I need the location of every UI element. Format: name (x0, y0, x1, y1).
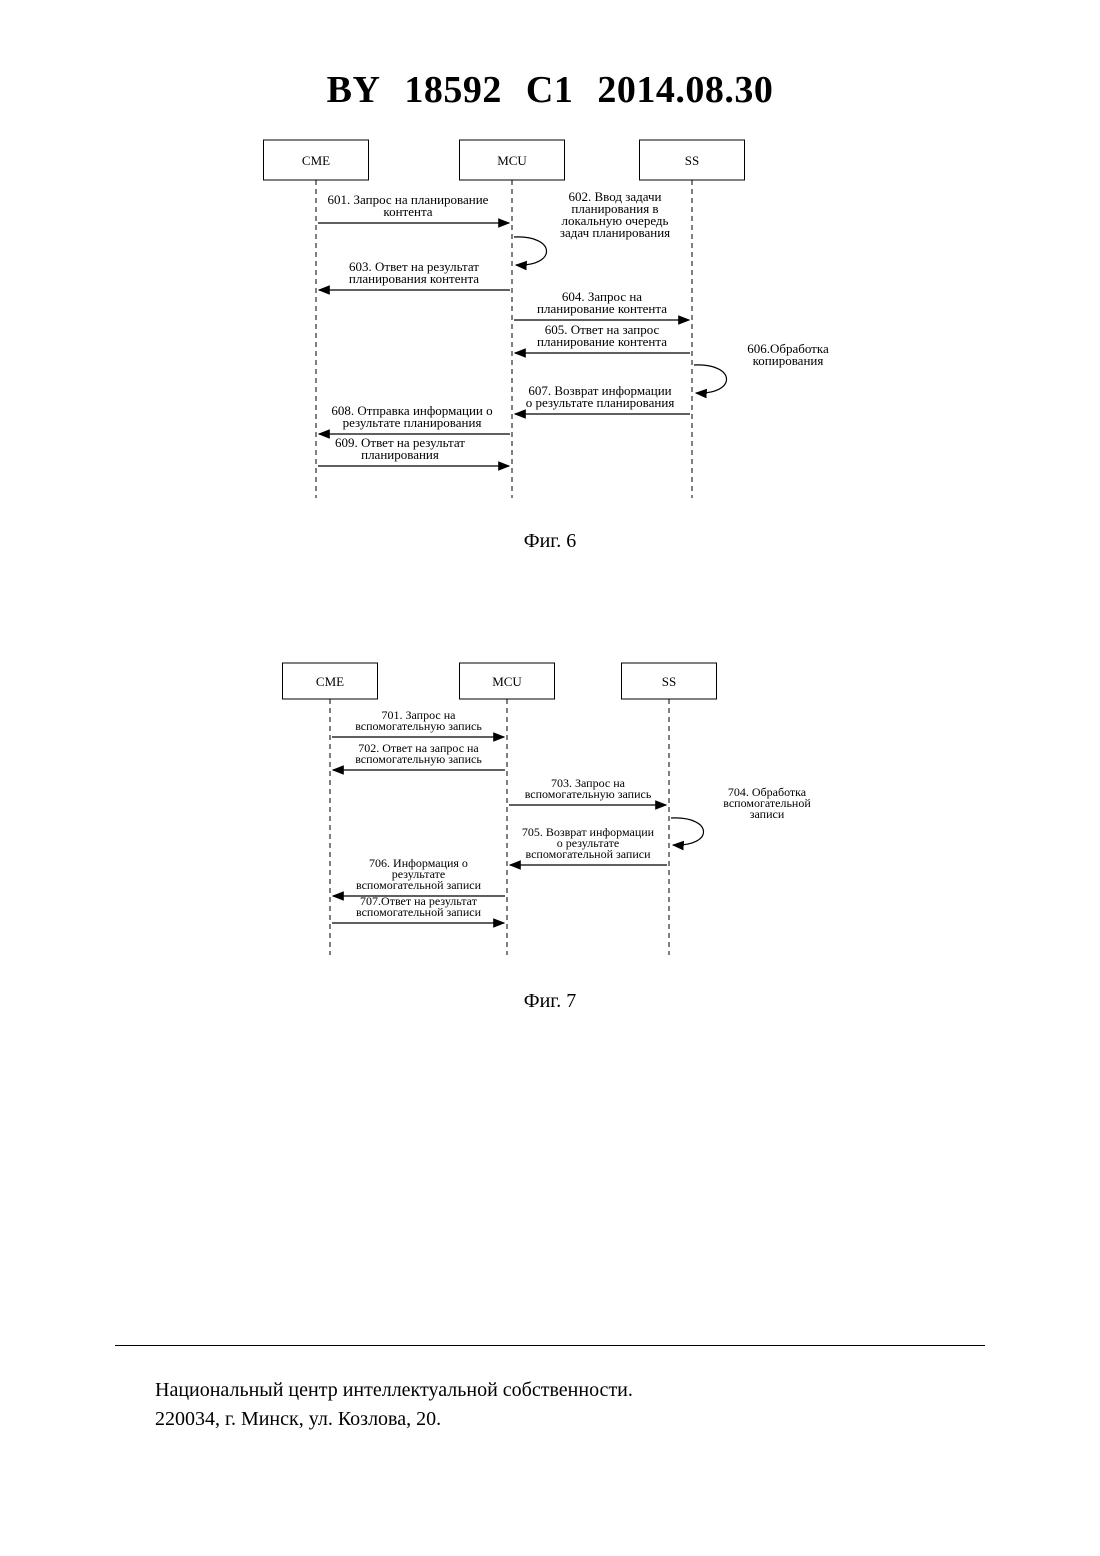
sequence-diagram-fig6: CMEMCUSS601. Запрос на планированиеконте… (0, 130, 1100, 530)
message-label-605: планирование контента (537, 334, 667, 349)
message-label-706: вспомогательной записи (356, 878, 482, 892)
entity-label-cme: CME (316, 674, 344, 689)
message-label-704: записи (750, 807, 785, 821)
patent-header: BY 18592 C1 2014.08.30 (0, 68, 1100, 112)
entity-label-cme: CME (302, 153, 330, 168)
message-label-603: планирования контента (349, 271, 479, 286)
message-label-602: задач планирования (560, 225, 670, 240)
footer-organization: Национальный центр интеллектуальной собс… (155, 1376, 633, 1405)
header-kind: C1 (526, 69, 573, 111)
message-label-604: планирование контента (537, 301, 667, 316)
self-message-704 (671, 818, 704, 845)
header-country: BY (327, 69, 381, 111)
entity-label-ss: SS (662, 674, 676, 689)
message-label-601: контента (383, 204, 432, 219)
figure-7-caption: Фиг. 7 (0, 990, 1100, 1013)
message-label-701: вспомогательную запись (355, 719, 482, 733)
message-label-702: вспомогательную запись (355, 752, 482, 766)
message-label-606: копирования (753, 353, 824, 368)
entity-label-ss: SS (685, 153, 699, 168)
footer-address: 220034, г. Минск, ул. Козлова, 20. (155, 1405, 633, 1434)
message-label-607: о результате планирования (526, 395, 675, 410)
message-label-609: планирования (361, 447, 439, 462)
self-message-606 (694, 365, 727, 393)
header-date: 2014.08.30 (597, 69, 773, 111)
header-number: 18592 (404, 69, 502, 111)
figure-6-caption: Фиг. 6 (0, 530, 1100, 553)
message-label-608: результате планирования (343, 415, 482, 430)
entity-label-mcu: MCU (492, 674, 522, 689)
message-label-707: вспомогательной записи (356, 905, 482, 919)
entity-label-mcu: MCU (497, 153, 527, 168)
footer-divider (115, 1345, 985, 1346)
message-label-705: вспомогательной записи (525, 847, 651, 861)
sequence-diagram-fig7: CMEMCUSS701. Запрос навспомогательную за… (0, 655, 1100, 975)
footer: Национальный центр интеллектуальной собс… (155, 1376, 633, 1434)
message-label-703: вспомогательную запись (525, 787, 652, 801)
self-message-602 (514, 237, 547, 265)
